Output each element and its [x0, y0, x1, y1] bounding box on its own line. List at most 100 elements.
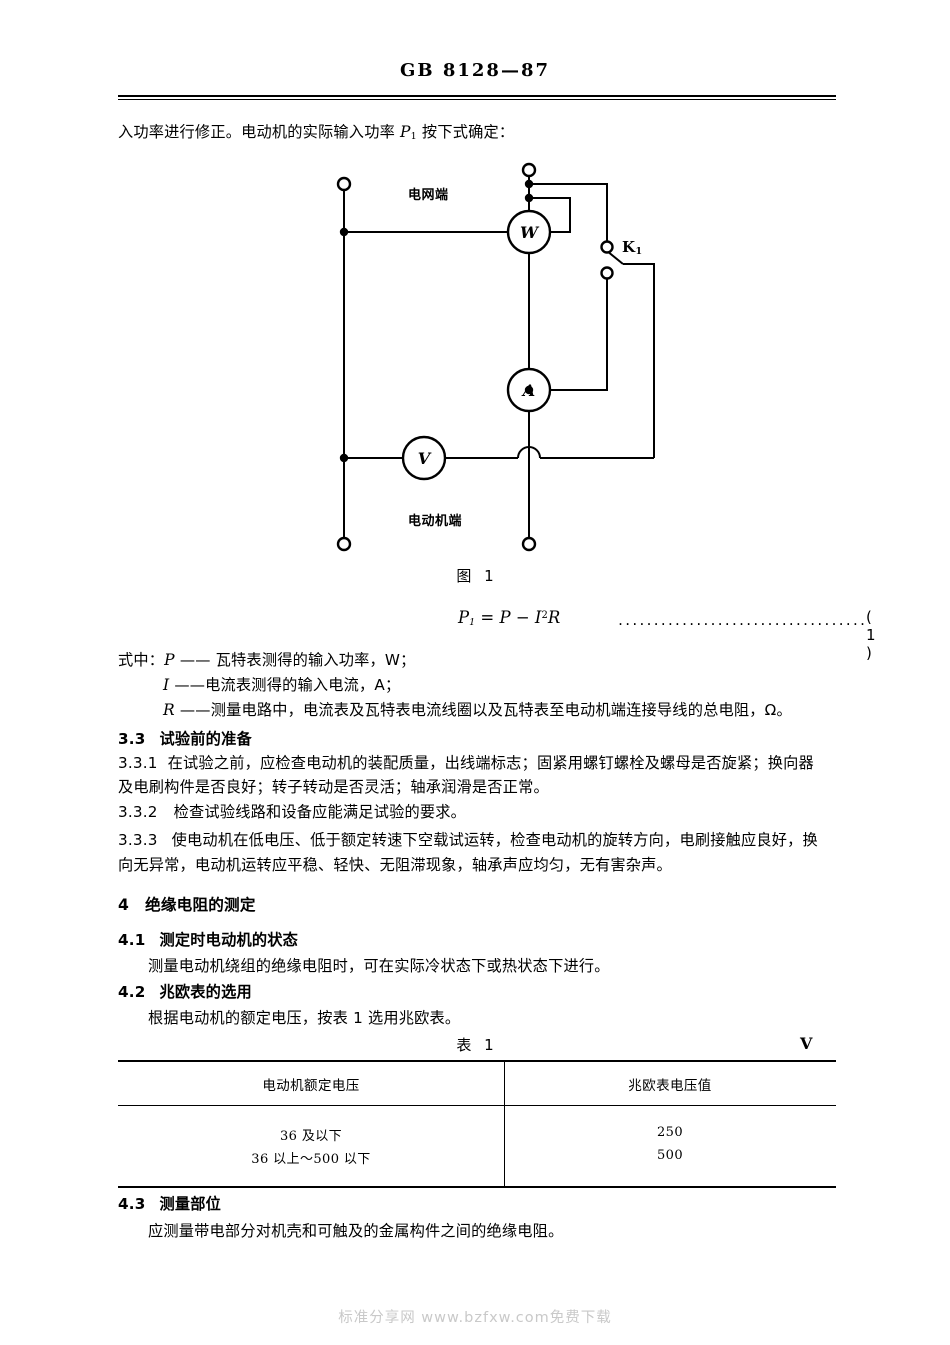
voltmeter-circle [401, 435, 447, 481]
table-row-2-megohmmeter-voltage: 500 [656, 1148, 683, 1163]
equation-number: ( 1 ) [866, 608, 876, 662]
intro-symbol-subscript: 1 [410, 131, 417, 142]
section-3-3-1-line-1: 3.3.1 在试验之前，应检查电动机的装配质量，出线端标志；固紧用螺钉螺栓及螺母是… [118, 751, 848, 776]
section-3-3-3-text-line-2: 向无异常，电动机运转应平稳、轻快、无阻滞现象，轴承声应均匀，无有害杂声。 [118, 856, 672, 874]
section-4-3-body: 应测量带电部分对机壳和可触及的金属构件之间的绝缘电阻。 [148, 1222, 564, 1240]
terminal-switch-upper [600, 240, 614, 254]
switch-subscript: 1 [635, 246, 643, 257]
junction-dot-voltage-coil [524, 193, 534, 203]
section-3-3-title: 试验前的准备 [159, 730, 252, 748]
intro-paragraph: 入功率进行修正。电动机的实际输入功率 P1 按下式确定： [118, 120, 848, 149]
voltmeter-label: V [418, 449, 432, 468]
section-3-3-3-number: 3.3.3 [118, 831, 158, 849]
page-header: GB 8128—87 [0, 60, 950, 81]
wattmeter-circle [506, 209, 552, 255]
section-4-3-title: 测量部位 [159, 1195, 222, 1213]
table-row-2-voltage-rating: 36 以上～500 以下 [251, 1152, 371, 1167]
table-row-1-megohmmeter-voltage: 250 [656, 1125, 683, 1140]
eq-i-exponent: 2 [541, 610, 548, 621]
eq-p: P [499, 608, 511, 627]
standard-code: GB 8128—87 [400, 60, 550, 81]
header-rule-thick [118, 95, 836, 97]
section-3-3-1-number: 3.3.1 [118, 754, 158, 772]
label-grid-side: 电网端 [408, 188, 449, 203]
section-3-3-1-line-2: 及电刷构件是否良好；转子转动是否灵活；轴承润滑是否正常。 [118, 775, 848, 800]
section-3-3-heading: 3.3 试验前的准备 [118, 727, 252, 752]
figure-1-circuit-diagram: W A V 电网端 电动机端 K1 图 1 [118, 160, 836, 590]
section-4-2-title: 兆欧表的选用 [159, 983, 252, 1001]
section-4-2-number: 4.2 [118, 983, 146, 1001]
ammeter-label: A [521, 381, 535, 400]
terminal-motor-left [336, 536, 352, 552]
definition-text-p: 瓦特表测得的输入功率，W； [215, 651, 416, 669]
section-4-1-title: 测定时电动机的状态 [159, 931, 299, 949]
wire-crossover-hop [517, 446, 541, 459]
section-4-3-heading: 4.3 测量部位 [118, 1192, 221, 1217]
table-column-divider [504, 1060, 505, 1186]
table-1-title: 表 1 [456, 1036, 498, 1054]
definition-text-i: 电流表测得的输入电流，A； [205, 676, 401, 694]
definition-symbol-r: R [163, 701, 175, 719]
definition-text-r: 测量电路中，电流表及瓦特表电流线圈以及瓦特表至电动机端连接导线的总电阻，Ω。 [210, 701, 792, 719]
intro-text-b: 按下式确定： [416, 123, 515, 141]
header-rule-thin [118, 99, 836, 100]
section-4-1-body: 测量电动机绕组的绝缘电阻时，可在实际冷状态下或热状态下进行。 [148, 957, 610, 975]
definition-line-3: R ——测量电路中，电流表及瓦特表电流线圈以及瓦特表至电动机端连接导线的总电阻，… [163, 698, 792, 723]
eq-i: I [534, 608, 542, 627]
section-3-3-1-text-line-1: 在试验之前，应检查电动机的装配质量，出线端标志；固紧用螺钉螺栓及螺母是否旋紧；换… [167, 754, 814, 772]
section-3-3-number: 3.3 [118, 730, 146, 748]
definition-dash-r: —— [174, 701, 211, 719]
eq-minus: − [510, 608, 535, 627]
label-switch-k1: K1 [622, 238, 643, 257]
section-3-3-2-text: 检查试验线路和设备应能满足试验的要求。 [173, 803, 467, 821]
section-3-3-3-line-2: 向无异常，电动机运转应平稳、轻快、无阻滞现象，轴承声应均匀，无有害杂声。 [118, 853, 848, 878]
label-motor-side: 电动机端 [408, 514, 463, 529]
table-1-unit: V [800, 1034, 813, 1053]
wire-top-right-branch [529, 183, 608, 247]
switch-letter: K [622, 238, 636, 256]
terminal-grid-left [336, 176, 352, 192]
definition-dash-i: —— [169, 676, 206, 694]
junction-dot-grid-left [339, 227, 349, 237]
table-rule-bottom [118, 1186, 836, 1188]
terminal-motor-right [521, 536, 537, 552]
section-4-number: 4 [118, 896, 130, 914]
section-4-1-number: 4.1 [118, 931, 146, 949]
intro-symbol-p: P [400, 123, 411, 141]
eq-p1-sub: 1 [469, 617, 476, 628]
wire-right-return [623, 263, 655, 458]
section-3-3-3-text-line-1: 使电动机在低电压、低于额定转速下空载试运转，检查电动机的旋转方向，电刷接触应良好… [171, 831, 818, 849]
section-4-2-body: 根据电动机的额定电压，按表 1 选用兆欧表。 [148, 1009, 461, 1027]
wire-ammeter-to-switch [529, 273, 608, 391]
eq-equals: = [475, 608, 500, 627]
intro-text-a: 入功率进行修正。电动机的实际输入功率 [118, 123, 401, 141]
junction-dot-motor-left [339, 453, 349, 463]
definition-symbol-i: I [163, 676, 170, 694]
section-3-3-1-text-line-2: 及电刷构件是否良好；转子转动是否灵活；轴承润滑是否正常。 [118, 778, 549, 796]
table-rule-middle [118, 1105, 836, 1106]
eq-r: R [547, 608, 561, 627]
wire-wattmeter-voltage-coil [529, 197, 571, 233]
section-4-1-heading: 4.1 测定时电动机的状态 [118, 928, 298, 953]
equation-1-row: P1 = P − I2R ․․․․․․․․․․․․․․․․․․․․․․․․․․․… [118, 608, 878, 662]
definition-line-1: 式中：P —— 瓦特表测得的输入功率，W； [118, 648, 416, 673]
circuit-schematic-svg: W A V [336, 162, 655, 552]
table-header-voltage-rating: 电动机额定电压 [262, 1078, 360, 1094]
terminal-switch-lower [600, 266, 614, 280]
wire-switch-blade [606, 250, 624, 265]
equation-leader-dots: ․․․․․․․․․․․․․․․․․․․․․․․․․․․․․․․․․․․․․․․․… [618, 611, 866, 629]
section-4-title: 绝缘电阻的测定 [145, 896, 256, 914]
equation-formula: P1 = P − I2R [458, 608, 560, 628]
definition-dash-p: —— [174, 651, 216, 669]
definition-line-2: I ——电流表测得的输入电流，A； [163, 673, 400, 698]
junction-dot-top-branch [524, 179, 534, 189]
section-3-3-2-number: 3.3.2 [118, 803, 158, 821]
eq-p1: P [458, 608, 470, 627]
figure-caption: 图 1 [456, 567, 498, 585]
section-4-3-number: 4.3 [118, 1195, 146, 1213]
definition-symbol-p: P [164, 651, 175, 669]
junction-dot-ammeter-branch [524, 385, 534, 395]
section-3-3-2-line: 3.3.2 检查试验线路和设备应能满足试验的要求。 [118, 800, 848, 825]
table-row-1-voltage-rating: 36 及以下 [279, 1129, 343, 1144]
